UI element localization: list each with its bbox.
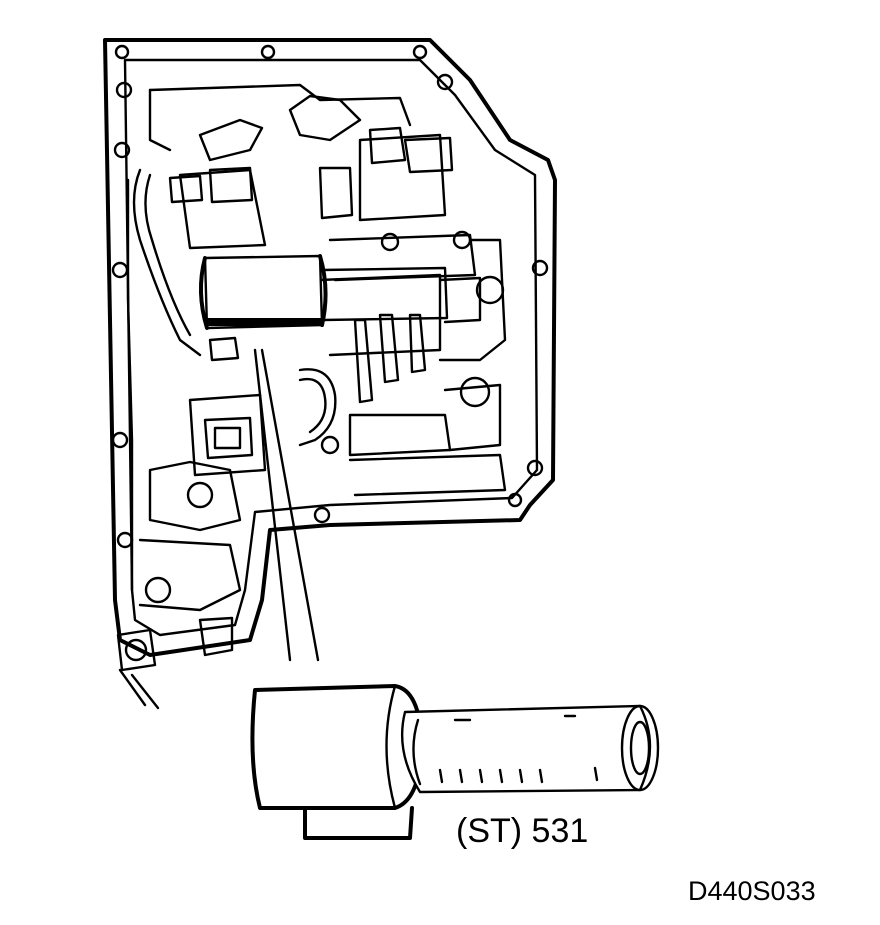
figure-code: D440S033 — [688, 876, 816, 906]
leader-lines — [253, 348, 320, 662]
tool-slots — [438, 714, 599, 784]
valve-body-plate — [103, 38, 557, 657]
valve-body-internals — [132, 83, 507, 612]
bolt-holes — [111, 44, 549, 604]
solenoid-assembly — [198, 254, 449, 330]
special-tool-label: (ST) 531 — [456, 812, 589, 850]
special-tool-531 — [250, 684, 660, 840]
connector-stubs — [116, 616, 234, 710]
